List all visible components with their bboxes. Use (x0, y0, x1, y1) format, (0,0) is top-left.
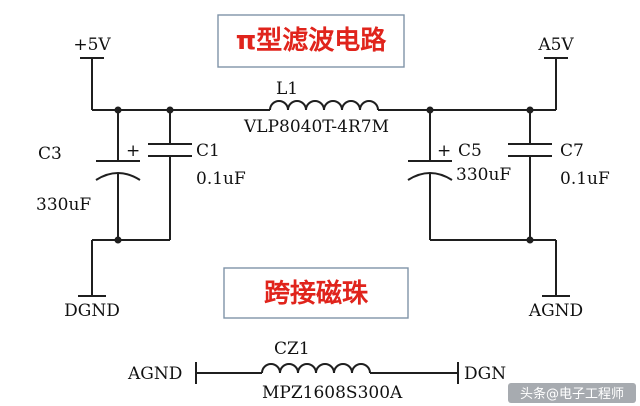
net-label-agnd: AGND (528, 301, 583, 321)
capacitor-c1 (148, 110, 192, 240)
capacitor-c3 (95, 110, 141, 240)
c1-ref: C1 (196, 141, 220, 161)
c3-value: 330uF (36, 195, 91, 215)
l1-value: VLP8040T-4R7M (243, 117, 389, 137)
title-pi-filter: π型滤波电路 (236, 25, 388, 56)
c5-ref: C5 (458, 141, 482, 161)
c5-polarity: + (437, 141, 451, 161)
cz1-ref: CZ1 (274, 339, 310, 359)
inductor-l1-coil (269, 100, 379, 111)
c7-ref: C7 (560, 141, 584, 161)
title-box-pi-filter (217, 14, 405, 68)
net-label-dgnd: DGND (64, 301, 120, 321)
bead-cz1-coil (261, 363, 371, 374)
capacitor-c5 (407, 110, 453, 240)
net-label-agnd-bead: AGND (127, 364, 182, 384)
c1-value: 0.1uF (196, 169, 246, 189)
c3-polarity: + (126, 141, 140, 161)
net-label-a5v: A5V (537, 35, 574, 55)
watermark-text: 头条@电子工程师 (520, 386, 624, 402)
cz1-value: MPZ1608S300A (262, 383, 403, 403)
junction-bottom-c7 (526, 236, 534, 244)
net-label-plus5v: +5V (73, 35, 111, 55)
junction-bottom-c3 (114, 236, 122, 244)
c5-value: 330uF (456, 165, 511, 185)
c7-value: 0.1uF (560, 169, 610, 189)
net-label-dgnd-bead: DGN (464, 364, 506, 384)
capacitor-c7 (508, 110, 552, 240)
l1-ref: L1 (276, 79, 298, 99)
title-box-bridge-bead (223, 267, 409, 319)
title-bridge-bead: 跨接磁珠 (264, 278, 369, 309)
watermark: 头条@电子工程师 (508, 383, 636, 403)
c3-ref: C3 (38, 144, 62, 164)
